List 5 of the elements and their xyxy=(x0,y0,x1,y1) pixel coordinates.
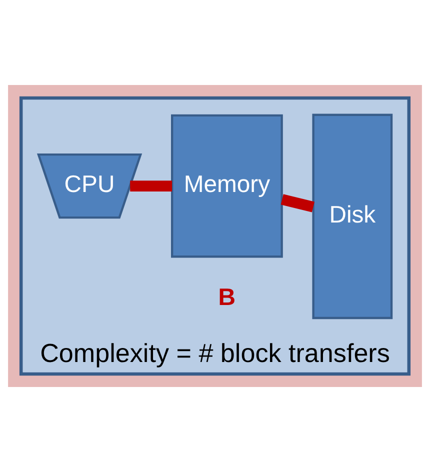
node-box: Memory xyxy=(171,114,283,258)
connector xyxy=(130,180,172,192)
label: B xyxy=(218,284,236,312)
node-box: Disk xyxy=(312,114,393,320)
connector xyxy=(280,194,315,212)
